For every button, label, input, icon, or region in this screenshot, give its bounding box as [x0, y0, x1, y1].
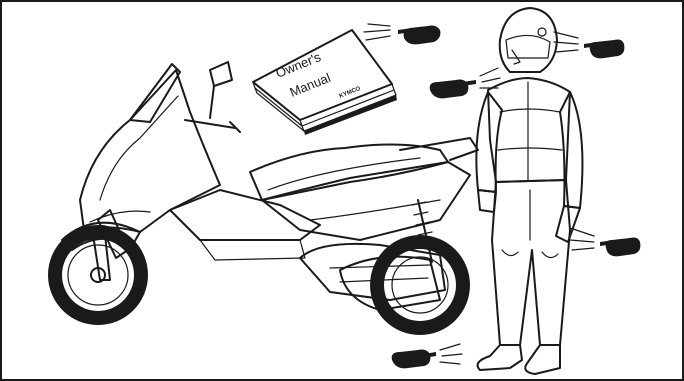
helmet [498, 7, 558, 73]
rider-figure [475, 7, 584, 375]
pointing-hand-icon [553, 31, 625, 59]
scooter-drawing [48, 61, 479, 335]
boot-right [524, 344, 561, 375]
riding-pants [491, 179, 571, 346]
pointing-hand-icon [569, 227, 641, 257]
riding-jacket [487, 77, 571, 183]
pointing-hand-icon [363, 23, 441, 45]
pointing-hand-icon [391, 343, 463, 369]
boot-left [476, 344, 523, 371]
owners-manual-book: Owner's Manual KYMCO [252, 29, 397, 135]
pointing-hand-icon [429, 67, 501, 99]
scooter-seat [249, 143, 449, 201]
